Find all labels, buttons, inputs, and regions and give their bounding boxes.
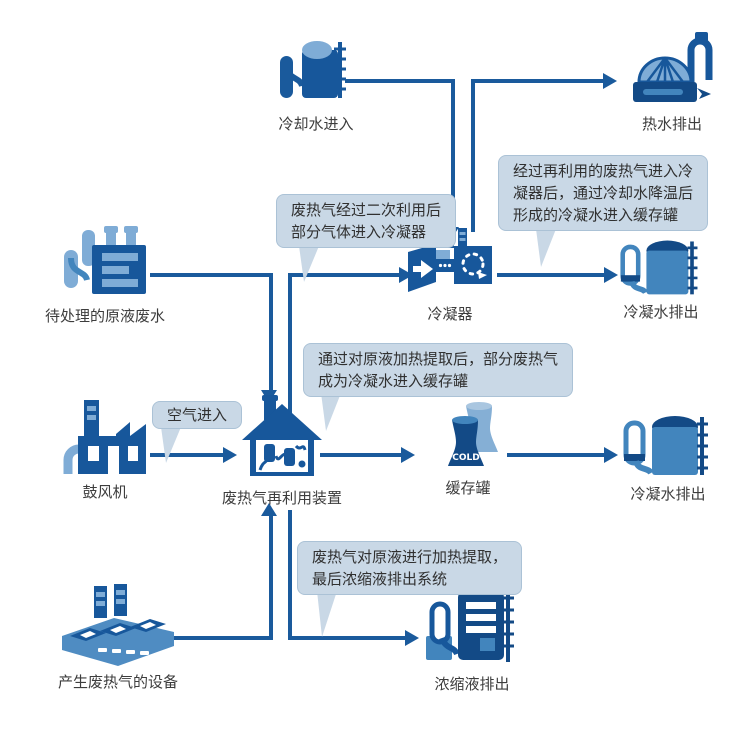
flow-line — [497, 273, 605, 277]
node-label: 冷凝水排出 — [623, 303, 699, 321]
flow-line — [288, 273, 400, 277]
storage-tank-icon — [280, 41, 346, 98]
node-hot-water-out: 热水排出 — [620, 30, 724, 134]
node-condensate-out-mid: 冷凝水排出 — [610, 410, 726, 504]
arrow-right-icon — [604, 447, 618, 463]
flow-line — [269, 516, 273, 640]
perspective-factory-icon — [62, 584, 174, 666]
node-raw-liquid: 待处理的原液废水 — [40, 224, 170, 326]
node-concentrate-out: 浓缩液排出 — [414, 588, 530, 694]
flow-line — [345, 79, 455, 83]
node-label: 冷凝器 — [427, 305, 473, 323]
node-label: 冷凝水排出 — [630, 485, 706, 503]
condenser-icon — [408, 228, 492, 292]
node-label: 待处理的原液废水 — [44, 307, 165, 325]
callout-tail — [317, 591, 337, 637]
node-label: 热水排出 — [641, 115, 702, 133]
cooling-tower-icon: COLD — [448, 402, 498, 466]
node-label: 废热气再利用装置 — [221, 489, 342, 507]
callout-tail — [536, 229, 556, 267]
arrow-right-icon — [405, 630, 419, 646]
callout-secondary-use: 废热气经过二次利用后 部分气体进入冷凝器 — [276, 194, 457, 248]
callout-concentrate-discharge: 废热气对原液进行加热提取， 最后浓缩液排出系统 — [297, 541, 523, 595]
cold-badge: COLD — [452, 453, 479, 463]
node-buffer-tank: COLD 缓存罐 — [408, 398, 528, 498]
flow-line — [507, 453, 605, 457]
factory-icon — [64, 226, 146, 294]
tank-icon — [620, 240, 698, 295]
node-condenser: 冷凝器 — [400, 226, 500, 324]
node-cooling-water-in: 冷却水进入 — [264, 36, 368, 134]
tank-icon — [623, 416, 708, 475]
node-label: 产生废热气的设备 — [57, 673, 178, 691]
node-label: 鼓风机 — [82, 483, 128, 501]
arrow-right-icon — [603, 73, 617, 89]
flow-line — [153, 636, 273, 640]
arrow-right-icon — [604, 267, 618, 283]
node-label: 浓缩液排出 — [434, 675, 510, 693]
callout-air-in: 空气进入 — [152, 401, 243, 429]
flow-line — [471, 81, 475, 232]
flow-line — [288, 275, 292, 415]
reuse-house-icon — [242, 395, 322, 476]
blower-factory-icon — [63, 400, 146, 474]
arrow-right-icon — [223, 447, 237, 463]
flow-line — [150, 273, 273, 277]
arrow-up-icon — [261, 503, 277, 516]
node-reuse-device: 废热气再利用装置 — [220, 394, 344, 508]
callout-heating-extraction: 通过对原液加热提取后，部分废热气 成为冷凝水进入缓存罐 — [303, 343, 574, 397]
flow-line — [471, 79, 604, 83]
node-label: 缓存罐 — [445, 479, 491, 497]
clarifier-icon — [633, 32, 713, 102]
node-condensate-out-top: 冷凝水排出 — [606, 236, 716, 322]
striped-tank-icon — [426, 590, 514, 662]
node-blower: 鼓风机 — [48, 398, 162, 502]
callout-tail — [161, 427, 181, 463]
node-waste-heat-equipment: 产生废热气的设备 — [52, 582, 184, 692]
arrow-right-icon — [401, 447, 415, 463]
callout-condensate-formed: 经过再利用的废热气进入冷 凝器后，通过冷却水降温后 形成的冷凝水进入缓存罐 — [498, 155, 709, 231]
callout-tail — [321, 393, 341, 431]
flow-line — [288, 636, 406, 640]
flow-line — [269, 273, 273, 391]
flow-line — [451, 79, 455, 228]
node-label: 冷却水进入 — [278, 115, 354, 133]
flow-line — [288, 510, 292, 640]
flow-line — [320, 453, 402, 457]
flow-line — [150, 453, 224, 457]
callout-tail — [299, 246, 319, 282]
